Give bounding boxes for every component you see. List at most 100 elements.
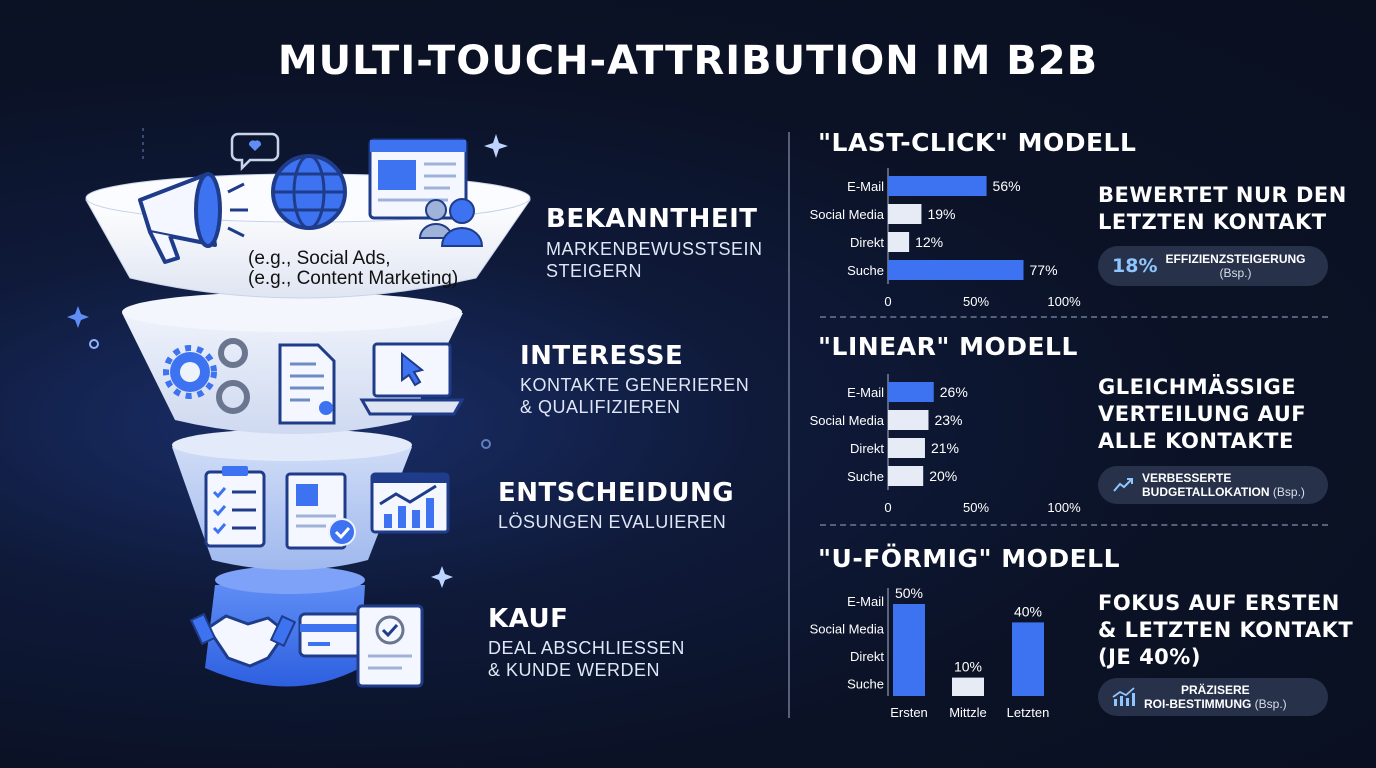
megaphone-icon	[138, 172, 248, 264]
model-heading-linear: "LINEAR" MODELL	[818, 332, 1078, 361]
sparkle-icon	[67, 134, 508, 588]
tick-label: 100%	[1047, 500, 1081, 515]
bar	[888, 382, 934, 402]
stage-sub-interesse-1: KONTAKTE GENERIEREN	[520, 375, 750, 395]
stage-sub-kauf-1: DEAL ABSCHLIESSEN	[488, 638, 685, 658]
category-label: Suche	[847, 263, 884, 278]
data-label: 77%	[1030, 262, 1058, 278]
vertical-divider	[788, 132, 790, 718]
data-label: 23%	[934, 412, 962, 428]
tick-label: 0	[884, 500, 891, 515]
category-label: E-Mail	[847, 179, 884, 194]
description-line: (JE 40%)	[1098, 645, 1201, 669]
category-label: Direkt	[850, 235, 884, 250]
description-line: LETZTEN KONTAKT	[1098, 210, 1327, 234]
bar	[888, 204, 922, 224]
badge-budget: VERBESSERTE BUDGETALLOKATION (Bsp.)	[1098, 466, 1328, 504]
bar	[888, 232, 910, 252]
funnel-illustration	[67, 128, 531, 688]
badge-text: VERBESSERTE	[1142, 471, 1232, 485]
description-line: FOKUS AUF ERSTEN	[1098, 591, 1340, 615]
data-label: 21%	[931, 440, 959, 456]
bar	[893, 604, 925, 696]
model-description-last-click: BEWERTET NUR DEN LETZTEN KONTAKT	[1098, 182, 1347, 236]
last-click-chart: E-Mail 56% Social Media 19% Direkt 12% Suche 77…	[810, 168, 1081, 309]
funnel-note-1: (e.g., Social Ads,	[248, 248, 391, 269]
description-line: VERTEILUNG AUF	[1098, 402, 1307, 426]
stage-heading-entscheidung: ENTSCHEIDUNG	[498, 478, 735, 508]
bar	[888, 438, 925, 458]
data-label: 50%	[895, 585, 923, 601]
model-description-u-foermig: FOKUS AUF ERSTEN & LETZTEN KONTAKT (JE 4…	[1098, 590, 1353, 671]
category-label: Social Media	[810, 207, 885, 222]
row-label: Direkt	[850, 649, 884, 664]
bar	[888, 176, 987, 196]
model-heading-u-foermig: "U-FÖRMIG" MODELL	[818, 544, 1121, 573]
approved-doc-icon	[285, 472, 356, 550]
description-line: & LETZTEN KONTAKT	[1098, 618, 1354, 642]
data-label: 19%	[927, 206, 955, 222]
model-description-linear: GLEICHMÄSSIGE VERTEILUNG AUF ALLE KONTAK…	[1098, 374, 1306, 455]
trend-up-icon	[1113, 478, 1133, 492]
data-label: 20%	[929, 468, 957, 484]
bar	[888, 466, 924, 486]
document-icon	[278, 343, 336, 425]
badge-value: 18%	[1112, 255, 1158, 277]
section-divider	[820, 524, 1328, 526]
data-label: 26%	[940, 384, 968, 400]
users-icon	[418, 198, 484, 247]
badge-roi: PRÄZISERE ROI-BESTIMMUNG (Bsp.)	[1098, 678, 1328, 716]
bar	[888, 410, 929, 430]
stage-heading-bekanntheit: BEKANNTHEIT	[546, 204, 758, 234]
checkmark-doc-icon	[356, 604, 424, 688]
gears-icon	[163, 338, 250, 414]
category-label: Social Media	[810, 413, 885, 428]
category-label: Letzten	[1007, 705, 1050, 720]
model-heading-last-click: "LAST-CLICK" MODELL	[818, 128, 1137, 157]
bar	[888, 260, 1024, 280]
stage-sub-interesse-2: & QUALIFIZIEREN	[520, 397, 681, 417]
bar	[952, 677, 984, 696]
data-label: 12%	[915, 234, 943, 250]
stage-sub-kauf-2: & KUNDE WERDEN	[488, 660, 661, 680]
linear-chart: E-Mail 26% Social Media 23% Direkt 21% Suche 20…	[810, 374, 1081, 515]
handshake-icon	[189, 612, 297, 668]
tick-label: 50%	[963, 500, 989, 515]
badge-text: PRÄZISERE	[1181, 683, 1250, 697]
stage-sub-bekanntheit-1: MARKENBEWUSSTSEIN	[546, 239, 763, 259]
bar	[1012, 622, 1044, 696]
stage-heading-kauf: KAUF	[488, 604, 569, 634]
bar-trend-icon	[1112, 687, 1135, 706]
badge-efficiency: 18% EFFIZIENZSTEIGERUNG (Bsp.)	[1098, 246, 1328, 286]
description-line: BEWERTET NUR DEN	[1098, 183, 1347, 207]
page-title: MULTI-TOUCH-ATTRIBUTION IM B2B	[277, 38, 1099, 84]
webpage-icon	[368, 138, 468, 220]
checklist-icon	[204, 466, 266, 548]
tick-label: 0	[884, 294, 891, 309]
stage-sub-bekanntheit-2: STEIGERN	[546, 261, 643, 281]
badge-note: (Bsp.)	[1254, 697, 1287, 711]
category-label: Suche	[847, 469, 884, 484]
data-label: 40%	[1014, 603, 1042, 619]
description-line: GLEICHMÄSSIGE	[1098, 375, 1297, 399]
funnel-note-2: (e.g., Content Marketing)	[248, 268, 459, 289]
badge-note: (Bsp.)	[1272, 485, 1305, 499]
section-divider	[820, 316, 1328, 318]
tick-label: 100%	[1047, 294, 1081, 309]
category-label: Mittzle	[949, 705, 987, 720]
row-label: Social Media	[810, 622, 885, 637]
data-label: 56%	[993, 178, 1021, 194]
category-label: E-Mail	[847, 385, 884, 400]
laptop-cursor-icon	[359, 342, 465, 416]
badge-note: (Bsp.)	[1219, 266, 1252, 280]
credit-card-icon	[298, 612, 368, 658]
description-line: ALLE KONTAKTE	[1098, 429, 1294, 453]
badge-text-2: BUDGETALLOKATION	[1142, 485, 1270, 499]
globe-icon	[271, 154, 347, 230]
analytics-chart-icon	[370, 472, 450, 534]
badge-text-2: ROI-BESTIMMUNG	[1144, 697, 1252, 711]
category-label: Ersten	[890, 705, 928, 720]
category-label: Direkt	[850, 441, 884, 456]
tick-label: 50%	[963, 294, 989, 309]
